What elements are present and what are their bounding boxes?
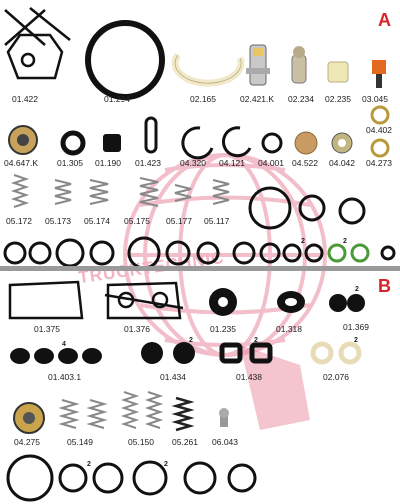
label-01294: 01.294 <box>104 94 130 104</box>
label-04647k: 04.647.K <box>4 158 39 168</box>
part-01434-caps <box>141 342 195 364</box>
part-01375-gasket <box>8 280 84 320</box>
label-04320: 04.320 <box>180 158 206 168</box>
label-04121: 04.121 <box>219 158 245 168</box>
part-04275-diaphragm <box>13 402 45 434</box>
part-01422-shape <box>4 7 71 80</box>
label-01434: 01.434 <box>160 372 186 382</box>
part-04273-washer <box>370 138 390 158</box>
section-a-letter: A <box>378 10 391 30</box>
rings-b-bottom <box>6 454 257 502</box>
section-b-letter: B <box>378 276 391 296</box>
label-02076: 02.076 <box>323 372 349 382</box>
label-01318: 01.318 <box>276 324 302 334</box>
label-05261: 05.261 <box>172 437 198 447</box>
label-04522: 04.522 <box>292 158 318 168</box>
label-04273: 04.273 <box>366 158 392 168</box>
part-05261-spring <box>171 396 195 432</box>
part-01423-seal <box>144 116 158 154</box>
qty-badge-b2: 2 <box>164 461 168 468</box>
part-02234-valve <box>291 46 307 84</box>
springs-b <box>58 391 164 429</box>
part-01376-gasket <box>104 281 184 320</box>
qty-badge-02076: 2 <box>354 337 358 344</box>
part-02165-ring <box>171 52 245 87</box>
part-01294-ring <box>85 20 165 100</box>
label-05175: 05.175 <box>124 216 150 226</box>
ring-green-b <box>350 243 370 263</box>
label-01438: 01.438 <box>236 372 262 382</box>
label-01375: 01.375 <box>34 324 60 334</box>
label-05149: 05.149 <box>67 437 93 447</box>
part-04121-circlip <box>221 126 252 158</box>
label-01190: 01.190 <box>95 158 121 168</box>
section-divider <box>0 266 400 271</box>
label-01376: 01.376 <box>124 324 150 334</box>
part-04522-filter <box>294 131 318 155</box>
label-06043: 06.043 <box>212 437 238 447</box>
label-05172: 05.172 <box>6 216 32 226</box>
label-01235: 01.235 <box>210 324 236 334</box>
part-03045-valve <box>372 60 386 88</box>
label-01423: 01.423 <box>135 158 161 168</box>
label-05173: 05.173 <box>45 216 71 226</box>
part-01235-ring <box>209 288 237 316</box>
part-01438-seals <box>219 342 273 364</box>
part-02235-plug <box>327 61 349 83</box>
part-04320-circlip <box>181 126 214 160</box>
label-04275: 04.275 <box>14 437 40 447</box>
part-01305-ring <box>60 130 86 156</box>
qty-badge-a2: 2 <box>343 238 347 245</box>
ring-green-c <box>380 245 396 261</box>
qty-badge-01438: 2 <box>254 337 258 344</box>
part-04001-ring <box>261 132 283 154</box>
label-05150: 05.150 <box>128 437 154 447</box>
label-02234: 02.234 <box>288 94 314 104</box>
part-04042-washer <box>331 132 353 154</box>
springs-a <box>10 174 230 208</box>
rings-a-mid <box>248 186 366 230</box>
label-02165: 02.165 <box>190 94 216 104</box>
label-014031: 01.403.1 <box>48 372 82 382</box>
label-03045: 03.045 <box>362 94 388 104</box>
label-05174: 05.174 <box>84 216 110 226</box>
label-01422: 01.422 <box>12 94 38 104</box>
part-01318-ring <box>277 291 305 313</box>
part-01369-caps <box>329 294 365 312</box>
label-04001: 04.001 <box>258 158 284 168</box>
label-04402: 04.402 <box>366 125 392 135</box>
label-02235: 02.235 <box>325 94 351 104</box>
part-04402-washer <box>370 105 390 125</box>
rings-a-bottom <box>3 236 324 270</box>
qty-badge-01434: 2 <box>189 337 193 344</box>
label-01305: 01.305 <box>57 158 83 168</box>
part-01190-block <box>103 134 121 152</box>
part-02076-rings <box>310 341 362 365</box>
part-06043-screw <box>219 408 229 427</box>
label-02421k: 02.421.K <box>240 94 275 104</box>
part-02421k-valve <box>246 44 270 86</box>
label-01369: 01.369 <box>343 322 369 332</box>
part-014031-discs <box>10 348 102 364</box>
label-05177: 05.177 <box>166 216 192 226</box>
label-05117: 05.117 <box>204 216 230 226</box>
ring-green-a <box>327 243 347 263</box>
label-04042: 04.042 <box>329 158 355 168</box>
part-04647k-diaphragm <box>8 125 38 155</box>
qty-badge-01369: 2 <box>355 286 359 293</box>
qty-badge-a1: 2 <box>301 238 305 245</box>
qty-badge-014031: 4 <box>62 341 66 348</box>
qty-badge-b1: 2 <box>87 461 91 468</box>
